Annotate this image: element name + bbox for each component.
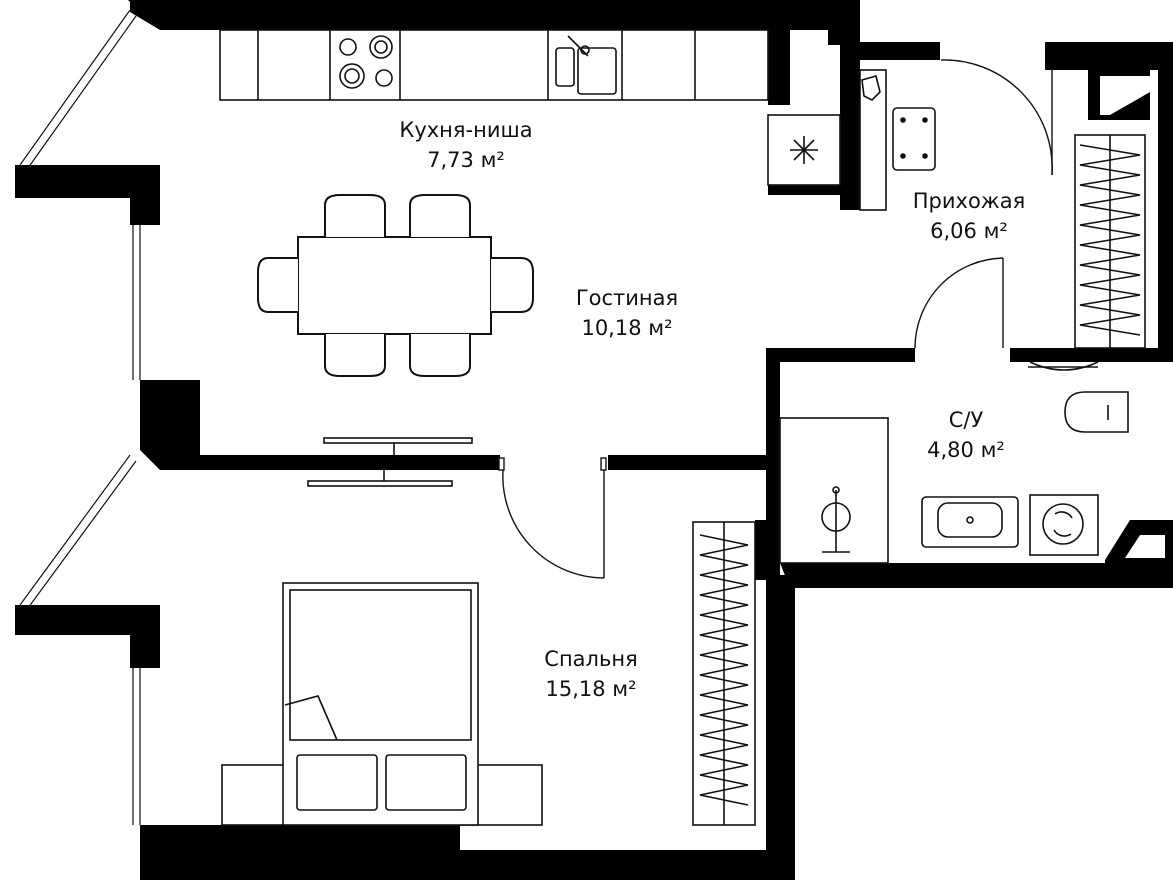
bathroom	[779, 361, 1129, 564]
utility-box	[767, 114, 841, 186]
wall-top-right	[1065, 42, 1173, 350]
wall-bath-top	[766, 348, 915, 575]
tv-stand	[307, 437, 473, 487]
room-label-bedroom: Спальня 15,18 м²	[544, 644, 637, 704]
wall-bath-top2	[1010, 348, 1173, 362]
toilet-icon	[1064, 391, 1129, 433]
wall-corner-tl	[128, 0, 165, 22]
wall-hall-left	[768, 30, 860, 210]
bath-sink-icon	[921, 496, 1019, 548]
room-area: 6,06 м²	[930, 219, 1008, 243]
room-label-hall: Прихожая 6,06 м²	[913, 186, 1025, 246]
room-name: Кухня-ниша	[399, 118, 533, 142]
wall-right-lower	[766, 575, 795, 880]
room-area: 4,80 м²	[927, 438, 1005, 462]
cooktop-icon	[339, 35, 393, 89]
doors	[498, 59, 1053, 579]
room-label-living: Гостиная 10,18 м²	[576, 283, 678, 343]
hall-bench	[859, 69, 936, 211]
wall-top	[130, 0, 860, 45]
room-name: Спальня	[544, 647, 638, 671]
room-label-kitchen: Кухня-ниша 7,73 м²	[399, 115, 532, 175]
washer-icon	[1029, 494, 1099, 556]
room-name: С/У	[948, 408, 984, 432]
room-area: 7,73 м²	[427, 148, 505, 172]
room-label-bathroom: С/У 4,80 м²	[927, 405, 1005, 465]
wall-living-bedroom	[608, 455, 768, 470]
wardrobe-bedroom	[692, 521, 756, 826]
room-name: Прихожая	[912, 189, 1026, 213]
bed	[221, 582, 543, 826]
wardrobe-hall	[1074, 134, 1146, 349]
wall-kitchen-right	[768, 30, 790, 105]
room-name: Гостиная	[575, 286, 679, 310]
kitchen-counter	[219, 29, 769, 101]
wall-left-upper	[15, 165, 160, 225]
chair-icon	[257, 194, 534, 377]
wall-left-mid	[140, 380, 500, 470]
dining-table	[257, 194, 534, 377]
sink-icon	[555, 35, 617, 95]
wall-bath-bottom	[780, 563, 1173, 588]
wall-closet-post	[755, 520, 767, 580]
room-area: 15,18 м²	[545, 677, 637, 701]
wall-left-lower	[15, 605, 160, 668]
wall-hall-top	[860, 42, 940, 60]
room-area: 10,18 м²	[581, 316, 673, 340]
wall-bottom	[140, 825, 795, 880]
windows	[19, 9, 141, 825]
wall-hall-top2	[1045, 42, 1065, 70]
